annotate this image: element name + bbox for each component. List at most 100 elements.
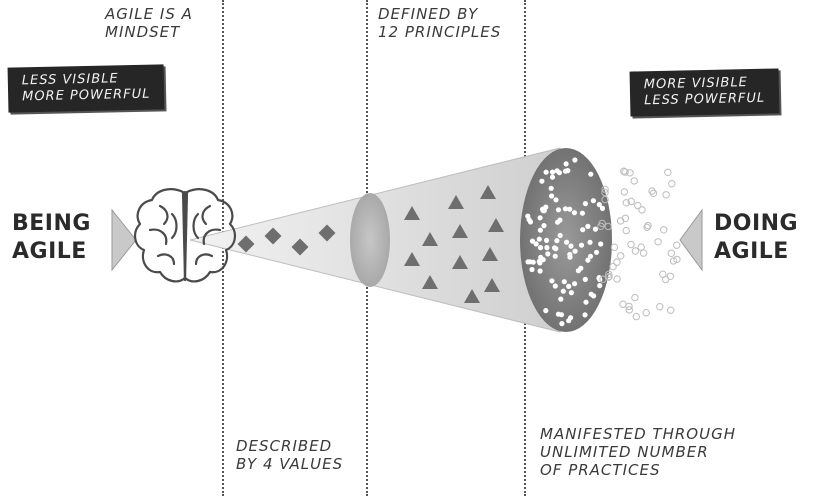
practice-dot — [585, 257, 591, 263]
practice-dot-outline — [619, 300, 627, 308]
principle-triangle — [452, 224, 468, 238]
practice-dot — [572, 281, 578, 287]
practice-dot — [537, 245, 544, 251]
practice-dot-outline — [649, 189, 658, 198]
practice-dot — [598, 241, 604, 247]
practice-dot — [537, 260, 543, 266]
practice-dot — [556, 170, 563, 176]
practice-dot — [540, 206, 546, 212]
practice-dot-outline — [631, 293, 639, 302]
being-agile-line1: BEING — [12, 211, 91, 236]
practice-dot — [540, 257, 546, 263]
practice-dot — [568, 243, 574, 249]
practice-dot — [580, 227, 586, 233]
practice-dot — [561, 279, 567, 285]
practices-label-line2: UNLIMITED NUMBER — [540, 443, 709, 461]
mindset-label-line2: MINDSET — [105, 23, 181, 41]
practice-dot — [537, 227, 544, 233]
value-diamond — [237, 235, 255, 253]
doing-agile-line1: DOING — [714, 211, 799, 236]
practice-dot-outline — [601, 195, 609, 204]
principle-triangle — [452, 255, 468, 269]
mindset-label: AGILE IS A MINDSET — [105, 5, 193, 41]
practice-dot-outline — [601, 188, 609, 197]
practice-dot-outline — [621, 214, 630, 223]
values-label-line2: BY 4 VALUES — [236, 455, 344, 473]
principle-triangle — [448, 195, 464, 209]
practice-dot — [529, 238, 536, 244]
practice-dot — [562, 168, 569, 174]
practice-dot-outline — [667, 249, 675, 258]
practice-dot-outline — [667, 306, 675, 314]
practice-dot — [582, 201, 589, 207]
practice-dot-outline — [631, 247, 640, 255]
practice-dot — [591, 293, 597, 299]
practice-dot — [597, 283, 603, 289]
principles-label: DEFINED BY 12 PRINCIPLES — [378, 5, 501, 41]
arrow-left-icon — [679, 208, 703, 272]
practice-dot — [587, 239, 593, 245]
practice-dot-outline — [637, 243, 645, 251]
practice-dot-outline — [673, 255, 681, 264]
practices-label-line3: OF PRACTICES — [540, 461, 661, 479]
practice-dot — [596, 275, 602, 281]
practice-dot — [553, 246, 559, 252]
practice-dot — [593, 249, 600, 255]
value-diamond — [291, 238, 309, 256]
practice-dot — [555, 207, 562, 213]
practice-dot-outline — [634, 201, 642, 210]
practice-dot — [564, 239, 570, 245]
practice-dot — [543, 308, 549, 314]
practice-dot — [566, 283, 572, 289]
practice-dot-outline — [639, 249, 648, 257]
practice-dot-outline — [654, 238, 662, 246]
doing-agile-label: DOING AGILE — [714, 210, 798, 265]
being-agile-line2: AGILE — [12, 238, 87, 264]
practice-dot — [544, 245, 550, 251]
practice-dot — [536, 236, 542, 242]
practice-dot — [592, 226, 599, 232]
practice-dot — [559, 321, 565, 327]
practice-dot-outline — [627, 197, 635, 206]
practice-dot-outline — [666, 272, 675, 280]
practice-dot-outline — [662, 275, 670, 284]
principle-triangle — [422, 275, 438, 289]
practice-dot-outline — [625, 306, 633, 314]
practice-dot — [529, 266, 535, 273]
practice-dot-outline — [622, 199, 630, 207]
practice-dot-outline — [605, 270, 613, 278]
practice-dot-outline — [664, 168, 672, 177]
practices-label: MANIFESTED THROUGH UNLIMITED NUMBER OF P… — [540, 425, 736, 479]
practice-dot-outline — [630, 177, 638, 185]
practice-dot — [553, 197, 559, 203]
being-agile-label: BEING AGILE — [12, 210, 91, 265]
practice-dot-outline — [662, 191, 670, 199]
principle-triangle — [484, 278, 500, 292]
practice-dot-outline — [613, 258, 621, 266]
practice-dot — [537, 268, 543, 274]
practice-dot-outline — [638, 206, 646, 214]
practice-dot-outline — [668, 180, 676, 188]
practice-dot-outline — [610, 243, 619, 251]
practice-dot — [567, 251, 573, 258]
practice-dot — [558, 296, 564, 302]
practice-dot — [549, 193, 555, 199]
principle-triangle — [482, 247, 498, 261]
banner-more-visible: MORE VISIBLE LESS POWERFUL — [629, 68, 780, 117]
practice-dot-outline — [617, 252, 625, 260]
practice-dot — [582, 312, 588, 318]
practice-dot-outline — [604, 222, 612, 231]
practice-dot — [583, 299, 589, 305]
principle-triangle — [464, 289, 480, 303]
practice-dot — [588, 171, 594, 177]
practice-dot — [575, 268, 582, 274]
practice-dot — [533, 241, 539, 247]
value-diamond — [318, 224, 336, 242]
practice-dot — [560, 288, 566, 294]
practice-dot — [572, 248, 578, 254]
practice-dot-outline — [669, 257, 678, 265]
principle-triangle — [488, 218, 504, 232]
practice-dot — [530, 259, 536, 265]
